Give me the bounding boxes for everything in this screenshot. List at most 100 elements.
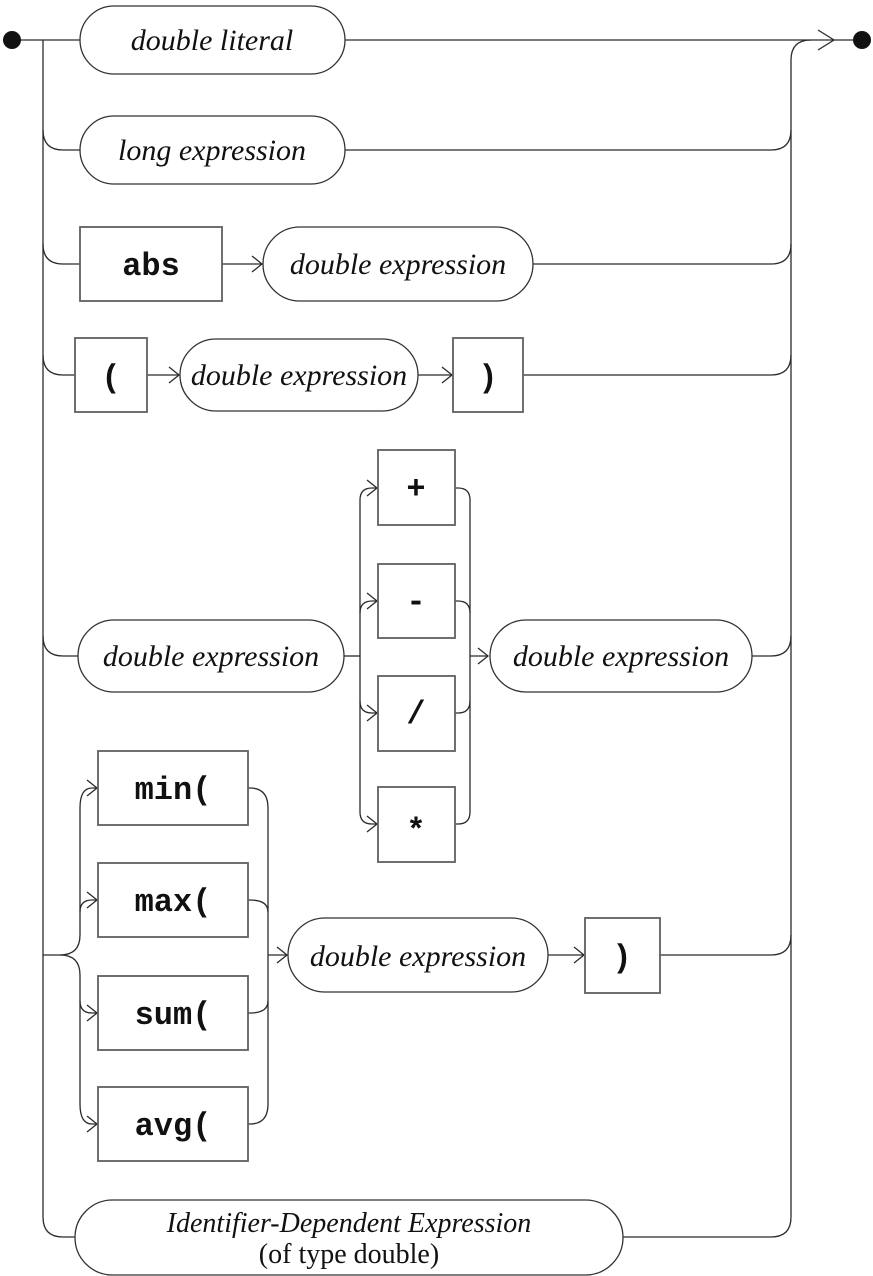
arrowheads: [86, 29, 836, 1133]
wire-row5-entry: [42, 635, 78, 657]
arrow-right-icon: [366, 479, 379, 497]
terminal-close-paren-aggregate: ): [584, 917, 661, 994]
wire-row7-exit: [623, 1216, 792, 1238]
nonterminal-double-expression-parenthesized: double expression: [179, 338, 419, 412]
box-shape: [584, 917, 661, 994]
box-shape: [377, 563, 456, 639]
oval-shape: [262, 226, 534, 302]
arrow-right-icon: [86, 1004, 99, 1022]
terminal-label: ): [612, 940, 631, 977]
wire-row2-entry: [42, 129, 80, 151]
arrow-right-icon: [817, 29, 836, 51]
terminal-label: +: [406, 471, 425, 508]
terminal-minus: -: [377, 563, 456, 639]
wire-row3-entry: [42, 243, 80, 265]
arrow-right-icon: [573, 946, 586, 964]
terminal-label: -: [406, 584, 425, 621]
terminal-label: avg(: [135, 1108, 212, 1145]
box-shape: [377, 449, 456, 526]
wire-agg-merge-max: [248, 899, 269, 913]
nonterminal-label: double expression: [310, 940, 526, 973]
arrow-right-icon: [477, 647, 490, 665]
terminal-plus: +: [377, 449, 456, 526]
arrow-right-icon: [366, 592, 379, 610]
arrow-right-icon: [276, 946, 289, 964]
nonterminal-double-expression-abs-arg: double expression: [262, 226, 534, 302]
wire-agg-merge-min: [248, 787, 269, 809]
wire-row5-exit: [752, 635, 792, 657]
nonterminal-double-expression-right-operand: double expression: [489, 619, 753, 693]
box-shape: [97, 862, 249, 938]
terminal-min: min(: [97, 750, 249, 826]
box-shape: [97, 750, 249, 826]
wire-left-trunk: [42, 40, 75, 1238]
wire-row4-exit: [523, 354, 792, 376]
wire-row4-entry: [42, 354, 75, 376]
oval-shape: [489, 619, 753, 693]
wire-op-split-minus: [359, 600, 377, 614]
terminal-avg: avg(: [97, 1086, 249, 1162]
wire-op-split-plus: [359, 487, 377, 501]
terminal-label: abs: [122, 248, 180, 285]
terminal-close-paren: ): [452, 337, 524, 413]
wire-op-merge-mul: [455, 811, 471, 825]
nonterminal-double-expression-left-operand: double expression: [77, 619, 345, 693]
wire-row3-exit: [533, 243, 792, 265]
nonterminal-label-line1: Identifier-Dependent Expression: [166, 1208, 532, 1239]
arrow-right-icon: [86, 891, 99, 909]
start-terminal-dot: [3, 31, 21, 49]
arrow-right-icon: [168, 366, 181, 384]
wire-agg-merge-avg: [248, 1103, 269, 1125]
wire-op-split-mul: [359, 811, 377, 825]
wire-agg-split-down: [59, 954, 96, 1125]
arrow-right-icon: [251, 255, 264, 273]
nonterminal-label: double expression: [290, 248, 506, 281]
terminal-label: sum(: [135, 997, 212, 1034]
end-terminal-dot: [853, 31, 871, 49]
terminal-max: max(: [97, 862, 249, 938]
oval-shape: [77, 619, 345, 693]
wire-op-merge-minus: [455, 600, 471, 614]
wire-op-merge-plus: [455, 487, 471, 501]
box-shape: [97, 975, 249, 1051]
box-shape: [377, 675, 456, 752]
nonterminal-identifier-dependent-expression: Identifier-Dependent Expression (of type…: [74, 1199, 624, 1276]
arrow-right-icon: [441, 366, 454, 384]
terminal-multiply: *: [377, 786, 456, 863]
arrow-right-icon: [86, 779, 99, 797]
wire-right-trunk: [790, 39, 812, 1217]
oval-shape: [79, 5, 346, 75]
wire-row2-exit: [345, 129, 792, 151]
oval-shape: [179, 338, 419, 412]
box-shape: [377, 786, 456, 863]
nonterminal-label: double literal: [131, 24, 293, 57]
nonterminal-double-expression-aggregate-arg: double expression: [287, 917, 549, 993]
box-shape: [79, 226, 223, 302]
terminal-sum: sum(: [97, 975, 249, 1051]
arrow-right-icon: [366, 704, 379, 722]
nonterminal-label-line2: (of type double): [259, 1239, 439, 1270]
terminal-label: max(: [135, 884, 212, 921]
terminal-abs: abs: [79, 226, 223, 302]
box-shape: [452, 337, 524, 413]
oval-shape: [74, 1199, 624, 1276]
nonterminal-long-expression: long expression: [79, 115, 346, 185]
terminal-label: min(: [135, 772, 212, 809]
nonterminal-label: double expression: [191, 359, 407, 392]
terminal-label: ): [478, 360, 497, 397]
terminal-label: *: [406, 813, 425, 850]
wire-agg-merge-sum: [248, 1000, 269, 1014]
terminal-label: /: [406, 696, 425, 733]
box-shape: [97, 1086, 249, 1162]
terminal-divide: /: [377, 675, 456, 752]
arrow-right-icon: [86, 1115, 99, 1133]
oval-shape: [79, 115, 346, 185]
wire-row6-exit: [660, 934, 792, 956]
wire-agg-split-sum: [79, 1000, 96, 1014]
oval-shape: [287, 917, 549, 993]
nonterminal-label: double expression: [103, 640, 319, 673]
connector-lines: [21, 39, 853, 1238]
wire-op-split-div: [359, 700, 377, 714]
